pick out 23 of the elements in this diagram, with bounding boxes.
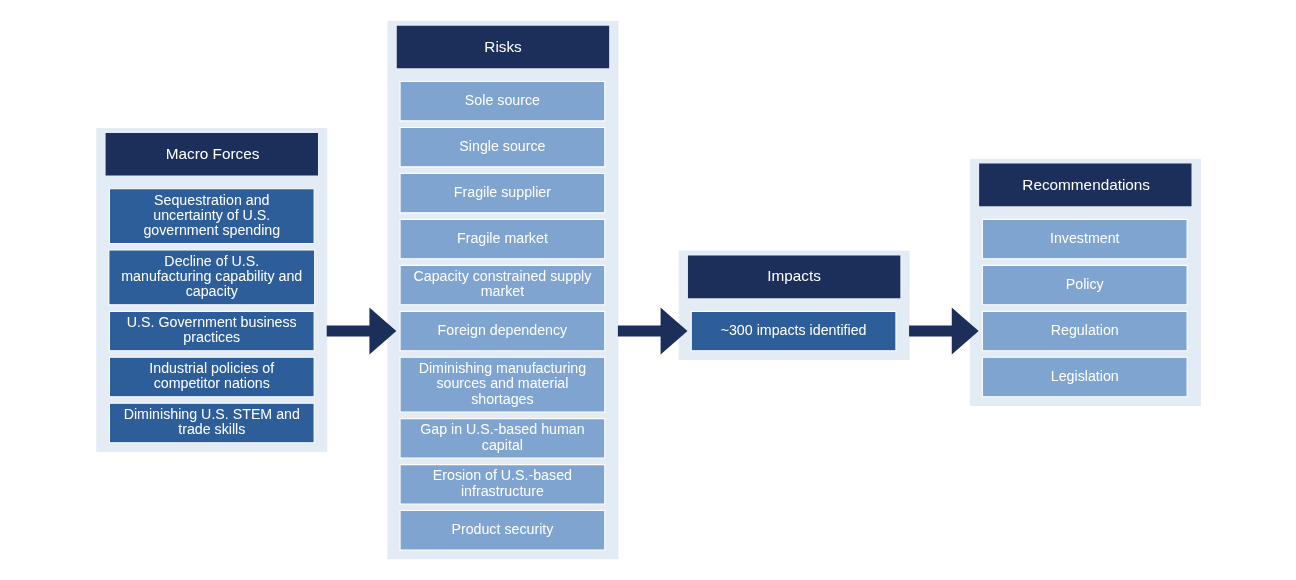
node-box: Foreign dependency [399,310,606,352]
arrow [909,307,979,355]
node-box: Fragile supplier [399,172,606,214]
node-box: ~300 impacts identified [690,310,897,352]
node-box: Capacity constrained supply market [399,264,606,306]
node-box: Industrial policies of competitor nations [108,356,315,398]
node-box: Fragile market [399,218,606,260]
node-box: Policy [981,264,1188,306]
node-box: Gap in U.S.-based human capital [399,418,606,459]
node-box: Sole source [399,80,606,122]
node-box: Regulation [981,310,1188,352]
node-box: Single source [399,126,606,168]
arrow [326,307,397,355]
node-box: Erosion of U.S.-based infrastructure [399,464,606,505]
node-box: Legislation [981,356,1188,398]
node-box: Diminishing manufacturing sources and material shortages [399,356,606,413]
node-box: Diminishing U.S. STEM and trade skills [108,402,315,444]
node-box: Decline of U.S. manufacturing capability and capacity [108,249,316,306]
arrow [617,307,688,355]
node-box: Product security [399,510,606,551]
node-box: Investment [981,218,1188,260]
node-box: U.S. Government business practices [108,310,315,352]
node-box: Sequestration and uncertainty of U.S. government spending [108,188,315,245]
